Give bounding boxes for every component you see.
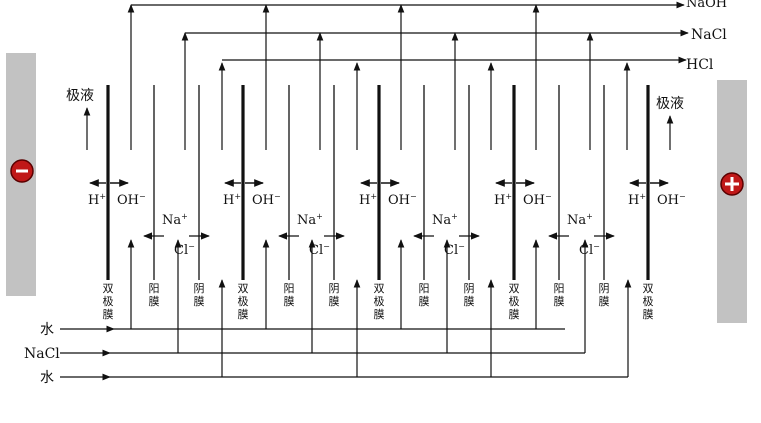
h-ion-label: H+: [628, 192, 646, 208]
bipolar-membrane-label: 双极膜: [643, 282, 654, 321]
cl-ion-label: Cl−: [579, 242, 600, 258]
ion-migration: H+ OH− H+ OH− H+ OH− H+ OH− H+ OH− Na+ Na+ Na+ Na+ Cl−…: [88, 179, 686, 258]
cl-ion-label: Cl−: [444, 242, 465, 258]
oh-ion-label: OH−: [117, 192, 146, 208]
anion-membrane-label: 阴膜: [194, 282, 205, 308]
h-ion-label: H+: [494, 192, 512, 208]
water-feed-bottom-label: 水: [40, 370, 54, 386]
left-electrode-liquid-label: 极液: [66, 88, 94, 104]
na-ion-label: Na+: [162, 212, 188, 228]
bipolar-membrane-label: 双极膜: [103, 282, 114, 321]
bipolar-membrane-label: 双极膜: [238, 282, 249, 321]
cathode-minus-icon: [10, 159, 34, 183]
bipolar-membrane-label: 双极膜: [509, 282, 520, 321]
bipolar-membrane-label: 双极膜: [374, 282, 385, 321]
hcl-product-label: HCl: [686, 57, 714, 73]
right-electrode-liquid-label: 极液: [656, 96, 684, 112]
anode-plus-icon: [720, 172, 744, 196]
cation-membrane-label: 阳膜: [554, 282, 565, 308]
nacl-feed-label: NaCl: [24, 346, 60, 362]
anion-membrane-label: 阴膜: [329, 282, 340, 308]
oh-ion-label: OH−: [388, 192, 417, 208]
product-lines: [83, 1, 689, 150]
nacl-product-label: NaCl: [691, 27, 727, 43]
cation-membrane-label: 阳膜: [149, 282, 160, 308]
water-feed-top-label: 水: [40, 322, 54, 338]
h-ion-label: H+: [359, 192, 377, 208]
na-ion-label: Na+: [432, 212, 458, 228]
cl-ion-label: Cl−: [309, 242, 330, 258]
na-ion-label: Na+: [297, 212, 323, 228]
na-ion-label: Na+: [567, 212, 593, 228]
membrane-stack: 双极膜 双极膜 双极膜 双极膜 双极膜 阳膜 阳膜 阳膜 阳膜 阴膜 阴膜 阴膜 阴膜: [103, 85, 654, 321]
cation-membrane-label: 阳膜: [419, 282, 430, 308]
oh-ion-label: OH−: [523, 192, 552, 208]
naoh-product-label: NaOH: [686, 0, 727, 11]
h-ion-label: H+: [223, 192, 241, 208]
feed-lines: [60, 239, 632, 381]
cl-ion-label: Cl−: [174, 242, 195, 258]
anion-membrane-label: 阴膜: [464, 282, 475, 308]
anion-membrane-label: 阴膜: [599, 282, 610, 308]
anode-plate: [717, 80, 747, 323]
cation-membrane-label: 阳膜: [284, 282, 295, 308]
h-ion-label: H+: [88, 192, 106, 208]
oh-ion-label: OH−: [657, 192, 686, 208]
oh-ion-label: OH−: [252, 192, 281, 208]
